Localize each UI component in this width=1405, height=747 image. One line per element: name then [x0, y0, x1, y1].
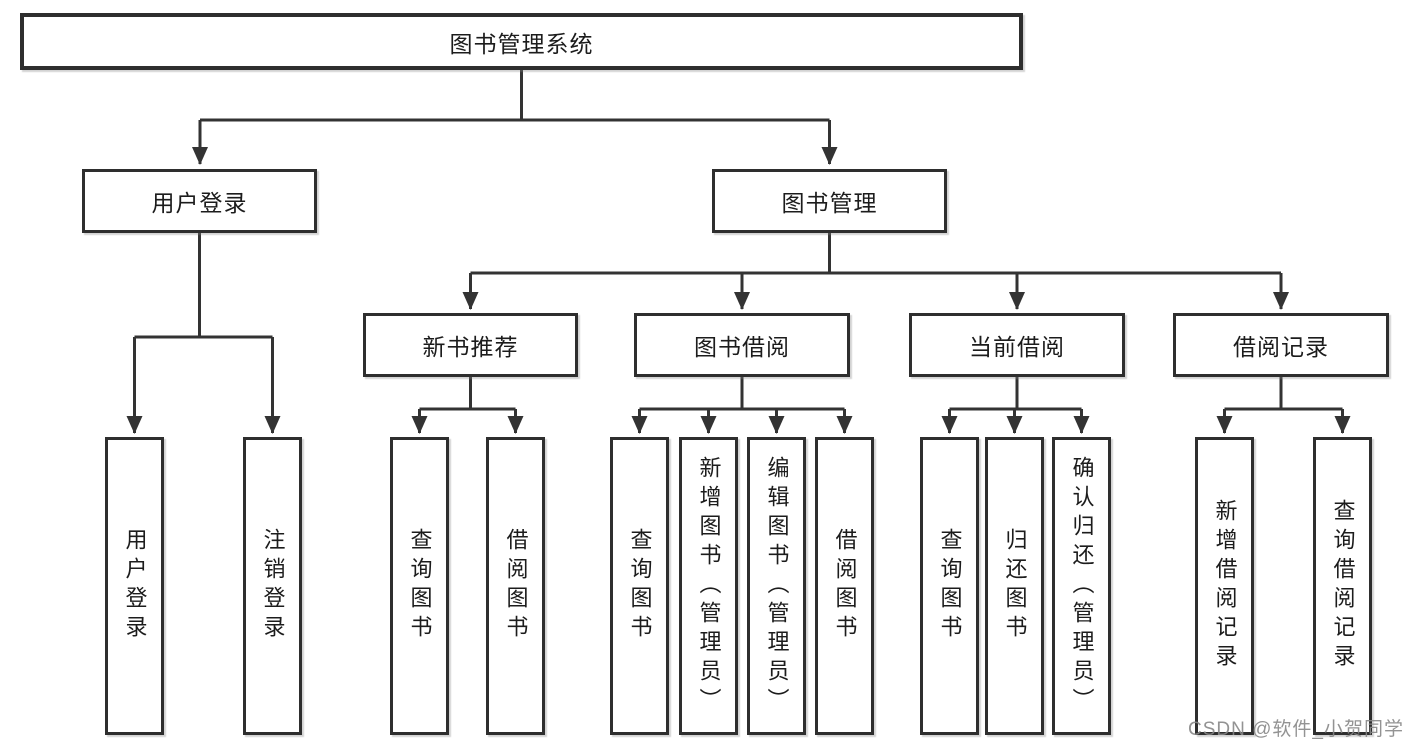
node-library-management-system: 图书管理系统 [20, 13, 1023, 70]
node-leaf-borrow-books: 借阅图书 [815, 437, 874, 735]
node-leaf-add-books-admin: 新增图书（管理员） [679, 437, 738, 735]
node-leaf-borrow-books-recommend: 借阅图书 [486, 437, 545, 735]
node-book-borrowing: 图书借阅 [634, 313, 850, 377]
node-leaf-add-borrow-record: 新增借阅记录 [1195, 437, 1254, 735]
node-borrowing-records: 借阅记录 [1173, 313, 1389, 377]
node-user-login-branch: 用户登录 [82, 169, 317, 233]
node-leaf-query-books-recommend: 查询图书 [390, 437, 449, 735]
node-book-management-branch: 图书管理 [712, 169, 947, 233]
node-leaf-return-books: 归还图书 [985, 437, 1044, 735]
node-leaf-query-borrow-record: 查询借阅记录 [1313, 437, 1372, 735]
node-leaf-confirm-return-admin: 确认归还（管理员） [1052, 437, 1111, 735]
watermark: CSDN @软件_小贺同学 [1188, 719, 1404, 740]
node-current-borrowing: 当前借阅 [909, 313, 1125, 377]
node-leaf-logout: 注销登录 [243, 437, 302, 735]
node-new-book-recommendation: 新书推荐 [363, 313, 578, 377]
connector-group [126, 70, 1351, 434]
node-leaf-query-books-borrow: 查询图书 [610, 437, 669, 735]
node-leaf-query-books-current: 查询图书 [920, 437, 979, 735]
node-leaf-edit-books-admin: 编辑图书（管理员） [747, 437, 806, 735]
node-leaf-user-login: 用户登录 [105, 437, 164, 735]
